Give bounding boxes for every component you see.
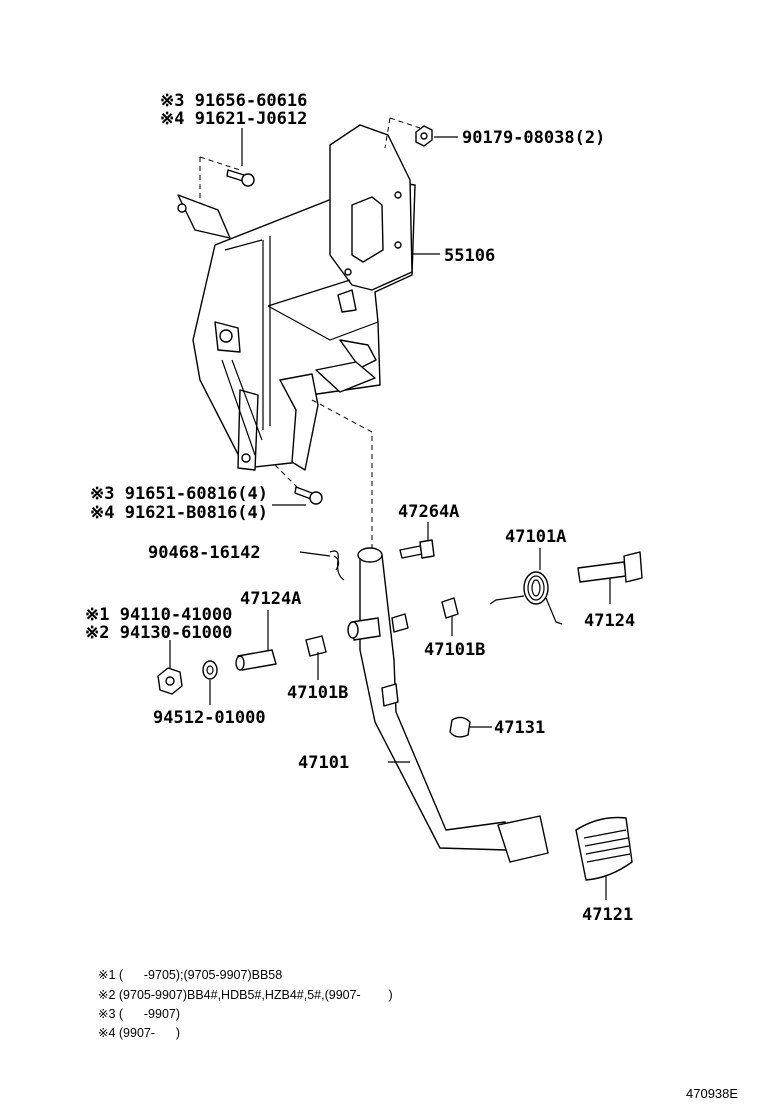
label-91651: ※3 91651-60816(4)	[90, 484, 268, 504]
pedal-pad-47121	[575, 816, 633, 900]
pedal-bracket-55106	[177, 124, 416, 471]
label-94512: 94512-01000	[153, 708, 266, 728]
footnote-2: ※2 (9705-9907)BB4#,HDB5#,HZB4#,5#,(9907-…	[98, 988, 393, 1002]
bolt-91656-top	[199, 128, 255, 200]
nut-90179	[384, 117, 458, 149]
label-47124a: 47124A	[240, 589, 301, 609]
stopper-47131	[449, 716, 492, 738]
clip-90468	[299, 550, 345, 581]
label-47101a: 47101A	[505, 527, 566, 547]
pedal-arm-47101	[347, 547, 549, 863]
label-91656: ※3 91656-60616	[160, 91, 307, 111]
return-spring-47101a	[489, 548, 563, 625]
bolt-47124	[577, 551, 643, 604]
label-90179: 90179-08038(2)	[462, 128, 605, 148]
label-91621-b0816: ※4 91621-B0816(4)	[90, 503, 268, 523]
label-47264a: 47264A	[398, 502, 459, 522]
bushing-47101b-left	[305, 635, 327, 680]
label-47101b-left: 47101B	[287, 683, 348, 703]
diagram-code: 470938E	[686, 1086, 738, 1101]
bolt-91651-lower	[272, 464, 323, 506]
footnote-3: ※3 ( -9907)	[98, 1007, 180, 1021]
label-55106: 55106	[444, 246, 495, 266]
label-47121: 47121	[582, 905, 633, 925]
part-labels: ※3 91656-60616 ※4 91621-J0612 90179-0803…	[85, 91, 635, 925]
label-47124: 47124	[584, 611, 635, 631]
footnote-1: ※1 ( -9705);(9705-9907)BB58	[98, 968, 282, 982]
label-91621-j0612: ※4 91621-J0612	[160, 109, 307, 129]
pin-47264a	[399, 522, 435, 559]
label-47101: 47101	[298, 753, 349, 773]
pivot-line	[311, 399, 373, 552]
label-47131: 47131	[494, 718, 545, 738]
label-47101b-right: 47101B	[424, 640, 485, 660]
label-90468: 90468-16142	[148, 543, 261, 563]
footnotes: ※1 ( -9705);(9705-9907)BB58 ※2 (9705-990…	[98, 968, 393, 1040]
nut-94110	[157, 640, 183, 695]
label-94110: ※1 94110-41000	[85, 605, 232, 625]
bushing-47101b-right	[441, 597, 459, 636]
washer-94512	[202, 660, 218, 705]
collar-47124a	[235, 610, 277, 671]
label-94130: ※2 94130-61000	[85, 623, 232, 643]
footnote-4: ※4 (9907- )	[98, 1026, 180, 1040]
